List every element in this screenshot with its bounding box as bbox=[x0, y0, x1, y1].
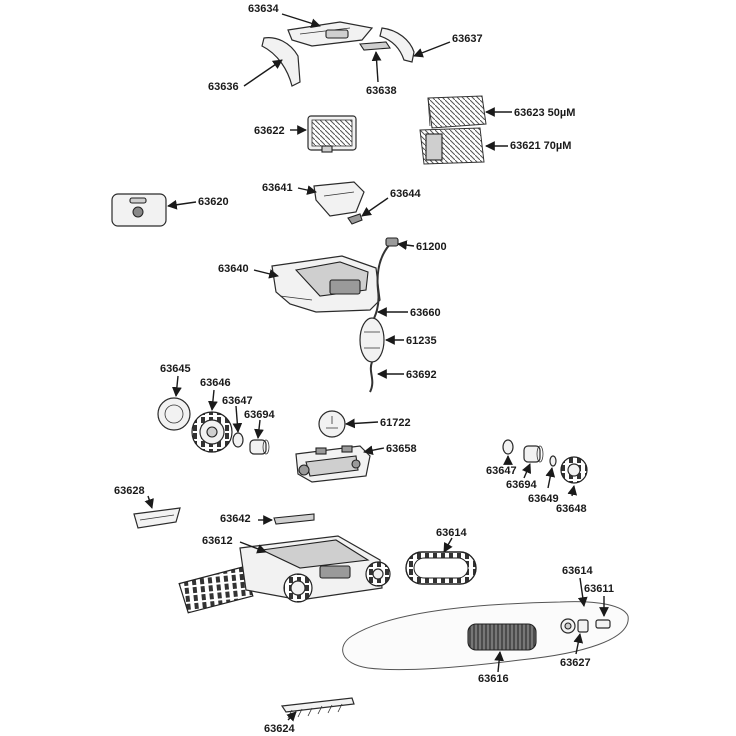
label-63637: 63637 bbox=[452, 33, 483, 45]
filter-50-part bbox=[427, 95, 487, 129]
wheel-cap-part bbox=[157, 397, 191, 431]
label-63647-right: 63647 bbox=[486, 465, 517, 477]
warning-sticker-part bbox=[318, 410, 346, 438]
label-63645: 63645 bbox=[160, 363, 191, 375]
label-63649: 63649 bbox=[528, 493, 559, 505]
gear-wheel-part bbox=[191, 411, 233, 453]
brush-adapter-part bbox=[577, 619, 589, 633]
label-63644: 63644 bbox=[390, 188, 421, 200]
label-63611: 63611 bbox=[584, 583, 614, 595]
label-63612: 63612 bbox=[202, 535, 233, 547]
label-61722: 61722 bbox=[380, 417, 411, 429]
label-63636: 63636 bbox=[208, 81, 239, 93]
label-63620: 63620 bbox=[198, 196, 229, 208]
label-61235: 61235 bbox=[406, 335, 437, 347]
label-63622: 63622 bbox=[254, 125, 285, 137]
filter-70-part bbox=[419, 127, 485, 165]
label-63638: 63638 bbox=[366, 85, 397, 97]
label-63634: 63634 bbox=[248, 3, 279, 15]
bushing-right-part bbox=[523, 445, 544, 463]
right-side-cover-part bbox=[379, 27, 415, 63]
scraper-part bbox=[133, 507, 181, 529]
label-63642: 63642 bbox=[220, 513, 251, 525]
washer-right-part bbox=[502, 439, 514, 455]
pin-part bbox=[549, 455, 557, 467]
label-63623: 63623 50µM bbox=[514, 107, 575, 119]
main-housing-part bbox=[271, 255, 381, 313]
left-side-cover-part bbox=[261, 37, 301, 87]
part-labels: 63634 63637 63636 63638 63622 63623 50µM… bbox=[114, 3, 614, 735]
top-cover-part bbox=[287, 21, 374, 47]
power-cable-part bbox=[359, 237, 399, 393]
small-wheel-part bbox=[560, 456, 588, 484]
label-63694-right: 63694 bbox=[506, 479, 537, 491]
bushing-left-part bbox=[249, 439, 270, 455]
washer-left-part bbox=[232, 432, 244, 448]
bar-part bbox=[273, 513, 315, 525]
motor-unit-part bbox=[295, 445, 371, 483]
label-63624: 63624 bbox=[264, 723, 295, 735]
label-63614-right: 63614 bbox=[562, 565, 593, 577]
label-63658: 63658 bbox=[386, 443, 417, 455]
brush-roller-part bbox=[467, 623, 537, 651]
latch-part bbox=[347, 213, 363, 225]
label-63694-left: 63694 bbox=[244, 409, 275, 421]
label-63646: 63646 bbox=[200, 377, 231, 389]
label-63621: 63621 70µM bbox=[510, 140, 571, 152]
label-63692: 63692 bbox=[406, 369, 437, 381]
brush-shaft-part bbox=[595, 619, 611, 629]
label-61200: 61200 bbox=[416, 241, 447, 253]
filter-basket-part bbox=[307, 115, 357, 153]
small-clip-part bbox=[359, 41, 391, 51]
leader-lines bbox=[144, 13, 609, 722]
label-63616: 63616 bbox=[478, 673, 509, 685]
label-63641: 63641 bbox=[262, 182, 293, 194]
label-63628: 63628 bbox=[114, 485, 145, 497]
brush-end-cap-part bbox=[560, 618, 576, 634]
filter-door-part bbox=[313, 181, 365, 217]
track-part bbox=[405, 551, 477, 585]
chassis-part bbox=[178, 535, 391, 614]
handle-part bbox=[111, 193, 167, 227]
label-63627: 63627 bbox=[560, 657, 591, 669]
label-63614-top: 63614 bbox=[436, 527, 467, 539]
label-63640: 63640 bbox=[218, 263, 249, 275]
label-63660: 63660 bbox=[410, 307, 441, 319]
label-63648: 63648 bbox=[556, 503, 587, 515]
label-63647-left: 63647 bbox=[222, 395, 253, 407]
